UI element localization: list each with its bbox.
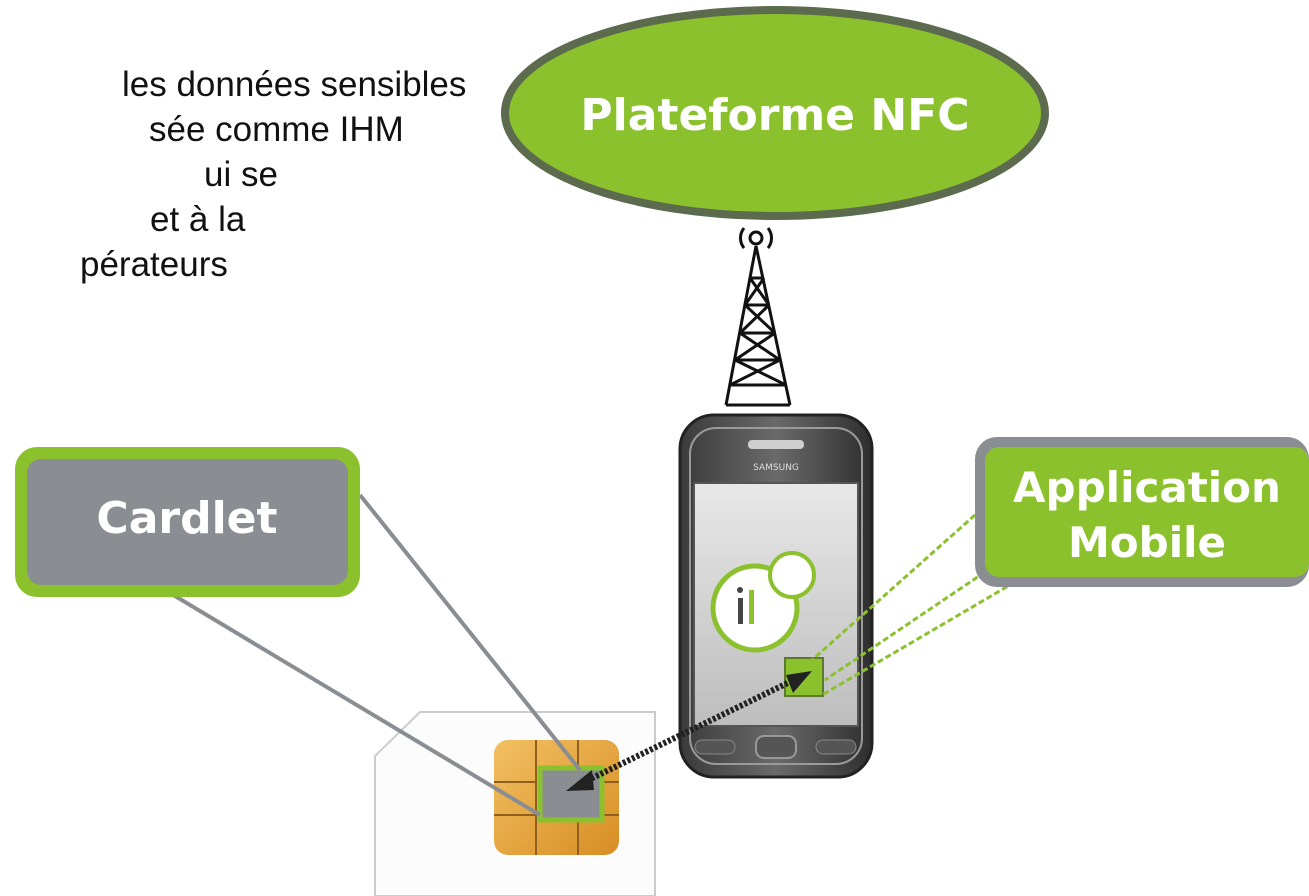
description-text: les données sensibles sée comme IHM ui s… (0, 62, 480, 287)
platform-nfc-node: Plateforme NFC (501, 6, 1049, 220)
text-line-5: pérateurs (80, 245, 228, 284)
application-mobile-label-line1: Application (1013, 463, 1281, 512)
antenna-tower-icon (724, 227, 792, 407)
app-logo-icon (710, 551, 816, 653)
cardlet-node: Cardlet (15, 447, 360, 597)
cardlet-label: Cardlet (96, 493, 277, 544)
app-connectors (811, 513, 1016, 697)
phone-brand-label: SAMSUNG (753, 463, 799, 473)
mobile-phone-icon: SAMSUNG (678, 413, 874, 779)
text-line-1: les données sensibles (122, 65, 467, 104)
nfc-link-arrow (566, 671, 812, 791)
text-line-4: et à la (150, 200, 246, 239)
application-mobile-label-line2: Mobile (1068, 518, 1226, 567)
platform-nfc-label: Plateforme NFC (580, 90, 969, 141)
application-mobile-node: Application Mobile (975, 437, 1309, 587)
text-line-3: ui se (204, 155, 278, 194)
cardlet-connectors (138, 493, 582, 817)
text-line-2: sée comme IHM (149, 110, 404, 149)
